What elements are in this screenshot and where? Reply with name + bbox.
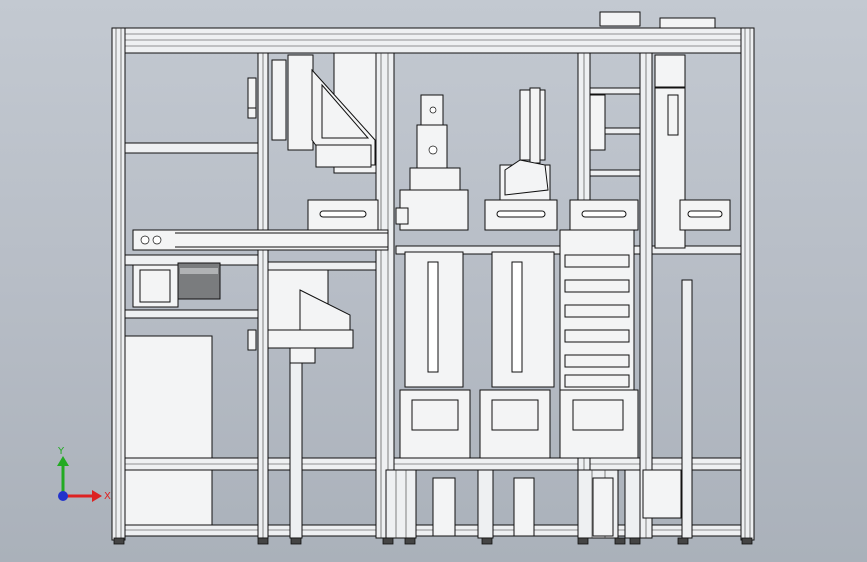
electrical-cabinet-panel [124, 335, 213, 526]
center-left-head [395, 94, 469, 231]
top-left-gantry [247, 52, 377, 174]
left-conveyor-motor [132, 229, 389, 308]
leveling-feet [113, 537, 753, 545]
bottom-carriages [399, 389, 639, 459]
base-cylinders [432, 469, 682, 537]
vertical-axis-modules [404, 229, 635, 391]
y-axis-label: Y [57, 446, 65, 457]
z-axis-dot [58, 491, 68, 501]
coordinate-triad: Y X [57, 446, 111, 502]
center-head [499, 87, 551, 201]
x-axis-label: X [104, 491, 111, 502]
right-upper-cylinder [589, 11, 716, 249]
left-lower-bracket [247, 269, 354, 364]
